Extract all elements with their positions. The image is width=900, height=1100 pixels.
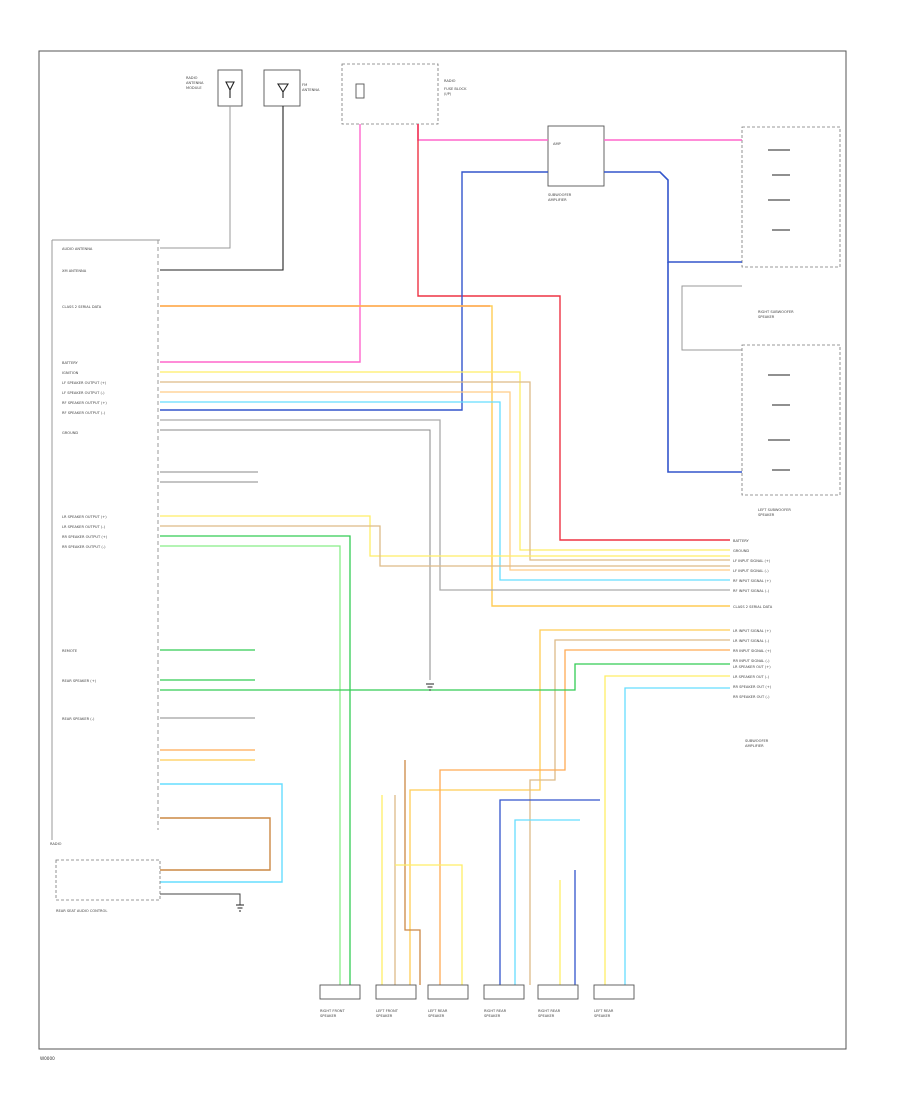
- antenna-icon: [277, 83, 289, 98]
- wire-audio-antenna: [160, 106, 231, 249]
- connector-pin-label: RF INPUT SIGNAL (-): [733, 589, 770, 593]
- connector-pin-label: RR INPUT SIGNAL (+): [733, 649, 772, 653]
- radio-label: RADIO: [50, 842, 62, 846]
- radio-pin-label: RR SPEAKER OUTPUT (-): [62, 545, 106, 549]
- svg-text:SPEAKER: SPEAKER: [758, 513, 775, 517]
- ground-icon: [426, 683, 434, 691]
- wire-xm-antenna: [160, 106, 284, 271]
- fm-antenna-box: [263, 69, 301, 107]
- left-subwoofer-box: [741, 344, 841, 496]
- diagram-frame: [38, 50, 847, 1050]
- connector-pin-label: RR SPEAKER OUT (-): [733, 695, 770, 699]
- svg-text:FUSE BLOCK: FUSE BLOCK: [444, 87, 467, 91]
- diagram-code: W0000: [40, 1056, 55, 1061]
- radio-pin-label: RR SPEAKER OUTPUT (+): [62, 535, 108, 539]
- connector-pin-label: LR SPEAKER OUT (-): [733, 675, 770, 679]
- radio-pin-label: XM ANTENNA: [62, 269, 87, 273]
- radio-pin-label: REAR SPEAKER (+): [62, 679, 97, 683]
- connector-pin-label: RR INPUT SIGNAL (-): [733, 659, 770, 663]
- connector-pin-label: RF INPUT SIGNAL (+): [733, 579, 771, 583]
- radio-pin-label: IGNITION: [62, 371, 79, 375]
- connector-pin-label: LR INPUT SIGNAL (-): [733, 639, 770, 643]
- rear-seat-audio-box: [55, 859, 161, 901]
- radio-pin-label: BATTERY: [62, 361, 79, 365]
- ground-icon: [236, 904, 244, 912]
- radio-antenna-module-label: RADIO: [186, 76, 198, 80]
- radio-pin-labels: AUDIO ANTENNA XM ANTENNA CLASS 2 SERIAL DA…: [62, 247, 108, 721]
- wire-red: [417, 124, 730, 541]
- radio-pin-label: LR SPEAKER OUTPUT (+): [62, 515, 107, 519]
- left-subwoofer-label: LEFT SUBWOOFER: [758, 508, 791, 512]
- radio-pin-label: REAR SPEAKER (-): [62, 717, 95, 721]
- radio-pin-label: RF SPEAKER OUTPUT (+): [62, 401, 107, 405]
- radio-pin-label: REMOTE: [62, 649, 78, 653]
- svg-text:SUBWOOFER: SUBWOOFER: [745, 739, 769, 743]
- svg-text:AMPLIFIER: AMPLIFIER: [548, 198, 567, 202]
- svg-text:ANTENNA: ANTENNA: [186, 81, 204, 85]
- right-subwoofer-box: [741, 126, 841, 268]
- connector-pin-label: GROUND: [733, 549, 749, 553]
- wire-blue: [604, 171, 742, 263]
- connector-pin-label: LR INPUT SIGNAL (+): [733, 629, 771, 633]
- subwoofer-amplifier-label: SUBWOOFER: [548, 193, 572, 197]
- wire-pink: [417, 124, 548, 141]
- connector-pin-label: LF INPUT SIGNAL (-): [733, 569, 769, 573]
- rear-seat-audio-label: REAR SEAT AUDIO CONTROL: [56, 909, 107, 913]
- radio-antenna-module-box: [217, 69, 243, 107]
- radio-pin-label: LF SPEAKER OUTPUT (-): [62, 391, 105, 395]
- subwoofer-amplifier-box: [547, 125, 605, 187]
- speaker-box: [483, 984, 525, 1000]
- wire-class2: [160, 305, 730, 607]
- svg-text:SPEAKER: SPEAKER: [758, 315, 775, 319]
- speaker-box: [375, 984, 417, 1000]
- speaker-box: [537, 984, 579, 1000]
- radio-pin-label: CLASS 2 SERIAL DATA: [62, 305, 102, 309]
- radio-pin-label: LF SPEAKER OUTPUT (+): [62, 381, 107, 385]
- svg-text:ANTENNA: ANTENNA: [302, 88, 320, 92]
- svg-text:AMPLIFIER: AMPLIFIER: [745, 744, 764, 748]
- fuse-icon: [355, 83, 365, 99]
- wire-ground: [681, 285, 742, 351]
- connector-pin-label: BATTERY: [733, 539, 750, 543]
- connector-pin-label: RR SPEAKER OUT (+): [733, 685, 772, 689]
- radio-top-label: RADIO: [444, 79, 456, 83]
- connector-pin-label: LF INPUT SIGNAL (+): [733, 559, 771, 563]
- svg-text:MODULE: MODULE: [186, 86, 202, 90]
- speaker-box: [319, 984, 361, 1000]
- connector-pin-label: CLASS 2 SERIAL DATA: [733, 605, 773, 609]
- antenna-icon: [225, 81, 235, 98]
- connector-pin-labels: BATTERY GROUND LF INPUT SIGNAL (+) LF INPUT…: [733, 539, 773, 699]
- radio-pin-label: LR SPEAKER OUTPUT (-): [62, 525, 106, 529]
- right-subwoofer-label: RIGHT SUBWOOFER: [758, 310, 794, 314]
- svg-text:(I/P): (I/P): [444, 92, 452, 96]
- radio-pin-label: RF SPEAKER OUTPUT (-): [62, 411, 106, 415]
- radio-pin-label: GROUND: [62, 431, 78, 435]
- radio-pin-label: AUDIO ANTENNA: [62, 247, 93, 251]
- fm-antenna-label: FM: [302, 83, 307, 87]
- connector-pin-label: LR SPEAKER OUT (+): [733, 665, 771, 669]
- svg-text:AMP: AMP: [553, 142, 562, 146]
- speaker-box: [593, 984, 635, 1000]
- speaker-box: [427, 984, 469, 1000]
